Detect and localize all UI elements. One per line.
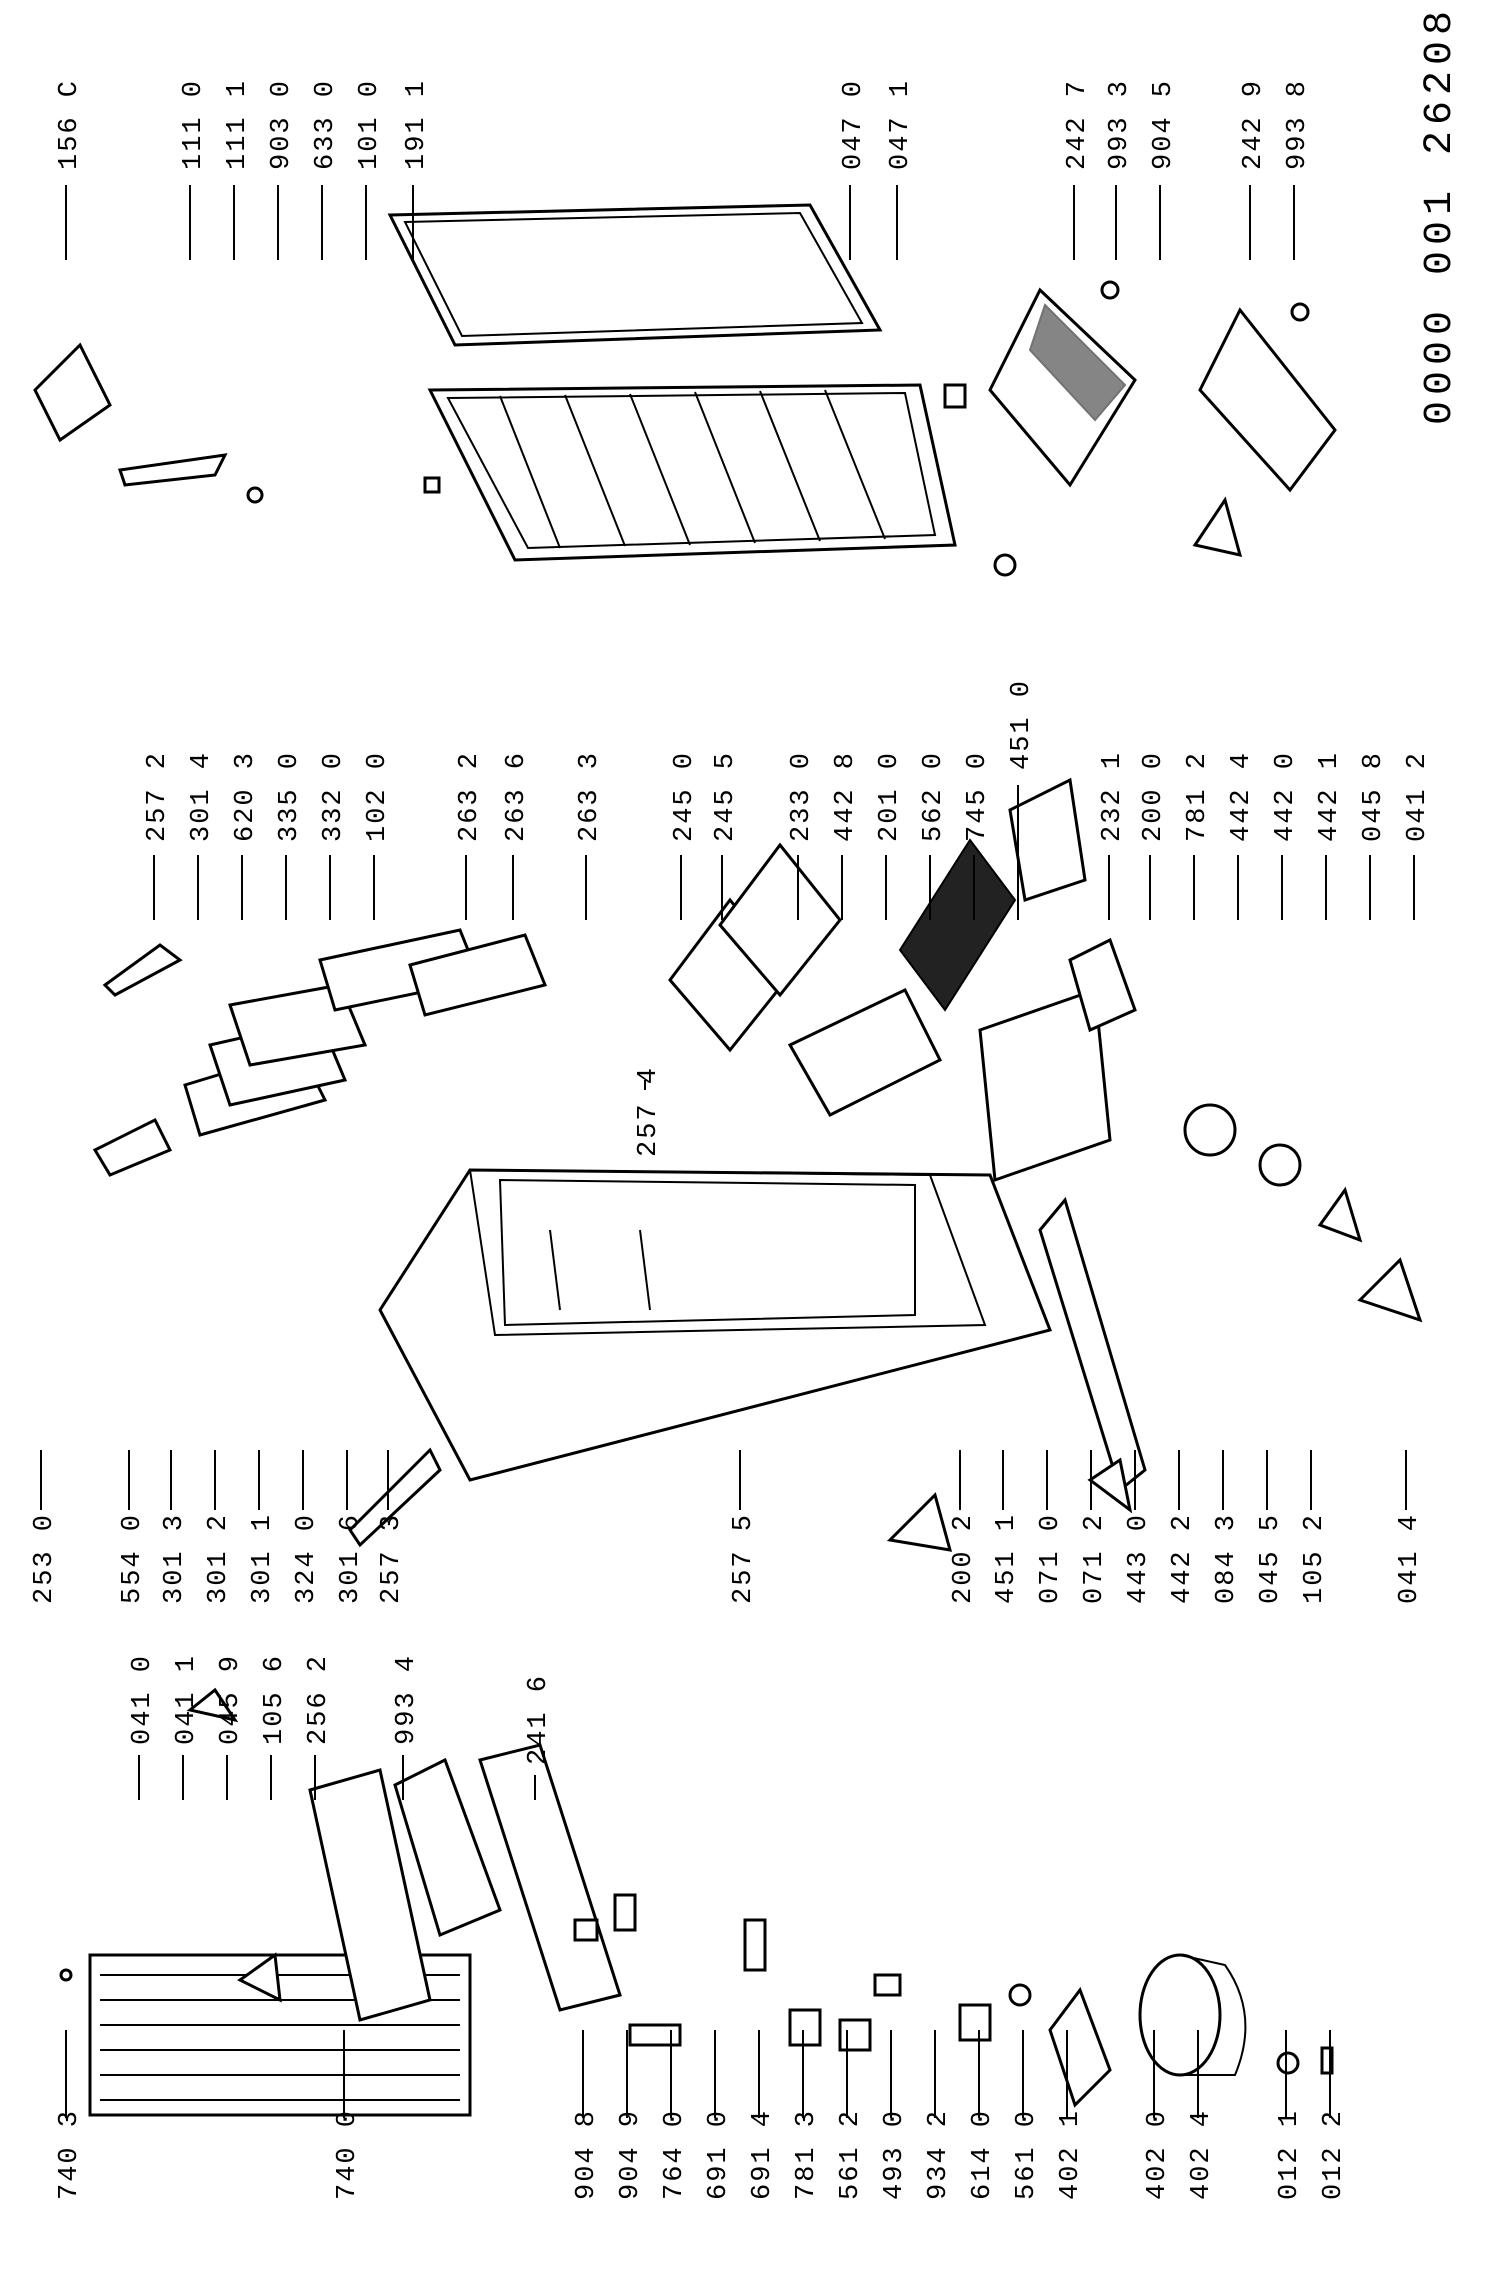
part-number-label: 903 0 [267, 79, 297, 170]
part-number-label: 335 0 [275, 751, 305, 842]
parts [33, 203, 1423, 2117]
wire-shelves [668, 842, 943, 1117]
part-number-label: 442 1 [1315, 751, 1345, 842]
part-number-label: 263 2 [455, 751, 485, 842]
part-number-label: 105 6 [260, 1654, 290, 1745]
hinge [118, 453, 228, 487]
part-number-label: 191 1 [402, 79, 432, 170]
part-number-label: 047 1 [886, 79, 916, 170]
part-number-label: 633 0 [311, 79, 341, 170]
door-gasket [387, 203, 883, 347]
part-number-label: 993 3 [1105, 79, 1135, 170]
part-number-label: 012 1 [1275, 2109, 1305, 2200]
part-number-label: 740 3 [55, 2109, 85, 2200]
part-number-label: 041 2 [1403, 751, 1433, 842]
door [427, 383, 957, 562]
part-number-label: 245 5 [711, 751, 741, 842]
part-number-label: 253 0 [30, 1513, 60, 1604]
part-number-label: 200 2 [949, 1513, 979, 1604]
part-number-label: 301 3 [160, 1513, 190, 1604]
part-number-label: 443 0 [1124, 1513, 1154, 1604]
part-number-label: 071 0 [1036, 1513, 1066, 1604]
part-number-label: 691 4 [748, 2109, 778, 2200]
part-number-label: 904 9 [616, 2109, 646, 2200]
part-number-label: 105 2 [1300, 1513, 1330, 1604]
part-number-label: 402 1 [1056, 2109, 1086, 2200]
part-number-label: 111 0 [179, 79, 209, 170]
part-number-label: 402 0 [1143, 2109, 1173, 2200]
part-number-label: 101 0 [355, 79, 385, 170]
part-number-label: 242 9 [1239, 79, 1269, 170]
part-number-label: 324 0 [292, 1513, 322, 1604]
part-number-label: 041 4 [1395, 1513, 1425, 1604]
part-number-label: 904 8 [572, 2109, 602, 2200]
part-number-label: 045 5 [1256, 1513, 1286, 1604]
part-number-label: 332 0 [319, 751, 349, 842]
part-number-label: 233 0 [787, 751, 817, 842]
part-number-label: 241 6 [524, 1674, 554, 1765]
part-number-label: 554 0 [118, 1513, 148, 1604]
part-number-label: 111 1 [223, 79, 253, 170]
part-number-label: 451 1 [992, 1513, 1022, 1604]
part-number-label: 201 0 [875, 751, 905, 842]
part-number-label: 242 7 [1063, 79, 1093, 170]
ice-tray [33, 342, 112, 443]
part-number-label: 045 8 [1359, 751, 1389, 842]
part-number-label: 691 0 [704, 2109, 734, 2200]
part-number-label: 301 4 [187, 751, 217, 842]
part-number-label: 301 1 [248, 1513, 278, 1604]
part-number-label: 200 0 [1139, 751, 1169, 842]
freezer-basket-large [988, 287, 1137, 488]
part-number-label: 993 4 [392, 1654, 422, 1745]
part-number-label: 740 0 [333, 2109, 363, 2200]
part-number-label: 620 3 [231, 751, 261, 842]
compressor-cover [1048, 1986, 1112, 2108]
part-number-label: 156 C [55, 79, 85, 170]
compressor [1138, 1953, 1247, 2077]
part-number-label: 256 2 [304, 1654, 334, 1745]
part-number-label: 012 2 [1319, 2109, 1349, 2200]
part-number-label: 257 5 [729, 1513, 759, 1604]
part-number-label: 451 0 [1007, 679, 1037, 770]
drawing-code: 0000 001 26208 [1418, 5, 1463, 425]
cabinet [378, 1168, 1053, 1482]
part-number-label: 493 0 [880, 2109, 910, 2200]
part-number-label: 764 0 [660, 2109, 690, 2200]
part-number-label: 904 5 [1149, 79, 1179, 170]
part-number-label: 402 4 [1187, 2109, 1217, 2200]
part-number-label: 781 3 [792, 2109, 822, 2200]
part-number-label: 041 1 [172, 1654, 202, 1745]
part-number-label: 442 2 [1168, 1513, 1198, 1604]
part-number-label: 263 6 [502, 751, 532, 842]
evaporator [898, 838, 1017, 1012]
part-number-label: 257 3 [377, 1513, 407, 1604]
part-number-label: 047 0 [839, 79, 869, 170]
part-number-label: 442 4 [1227, 751, 1257, 842]
part-number-label: 781 2 [1183, 751, 1213, 842]
part-number-label: 045 9 [216, 1654, 246, 1745]
part-number-label: 263 3 [575, 751, 605, 842]
part-number-label: 993 8 [1283, 79, 1313, 170]
part-number-label: 442 0 [1271, 751, 1301, 842]
part-number-label: 084 3 [1212, 1513, 1242, 1604]
part-number-label: 071 2 [1080, 1513, 1110, 1604]
part-number-label: 245 0 [670, 751, 700, 842]
part-number-label: 934 2 [924, 2109, 954, 2200]
part-labels: 156 C 111 0 111 1 903 0 633 0 101 0 191 1 047 0… [30, 79, 1433, 2200]
part-number-label: 561 2 [836, 2109, 866, 2200]
part-number-label: 442 8 [831, 751, 861, 842]
part-number-label: 562 0 [919, 751, 949, 842]
part-number-label: 041 0 [128, 1654, 158, 1745]
part-number-label: 614 0 [968, 2109, 998, 2200]
part-number-label: 102 0 [363, 751, 393, 842]
freezer-basket-small [1198, 307, 1337, 493]
part-number-label: 745 0 [963, 751, 993, 842]
part-number-label: 301 6 [336, 1513, 366, 1604]
part-number-label: 301 2 [204, 1513, 234, 1604]
part-number-label: 257 2 [143, 751, 173, 842]
part-number-label: 561 0 [1012, 2109, 1042, 2200]
part-number-label: 257 4 [634, 1066, 664, 1157]
part-number-label: 232 1 [1098, 751, 1128, 842]
